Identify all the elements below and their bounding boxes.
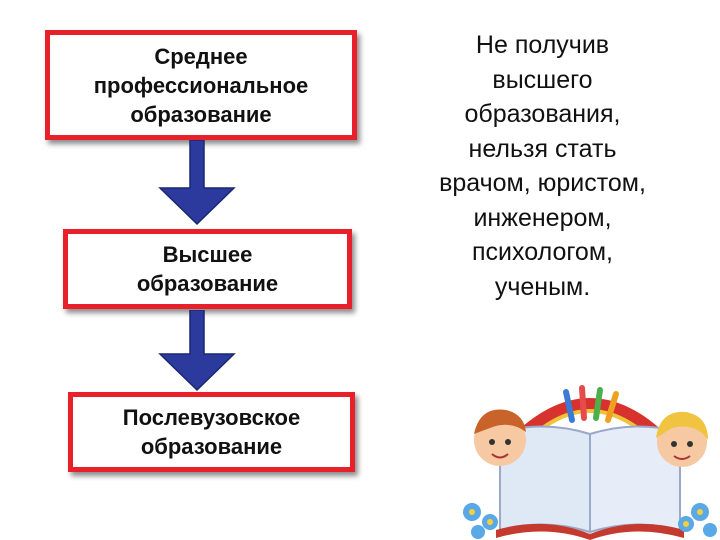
flow-step-postgraduate: Послевузовское образование [68, 392, 355, 472]
side-note-text: Не получив высшего образования, нельзя с… [439, 31, 646, 301]
flow-step-higher: Высшее образование [63, 229, 352, 309]
down-arrow-icon [158, 140, 236, 226]
open-book-with-children-icon [463, 385, 717, 540]
down-arrow-icon [158, 310, 236, 392]
flow-step-secondary-vocational: Среднее профессиональное образование [45, 30, 357, 140]
